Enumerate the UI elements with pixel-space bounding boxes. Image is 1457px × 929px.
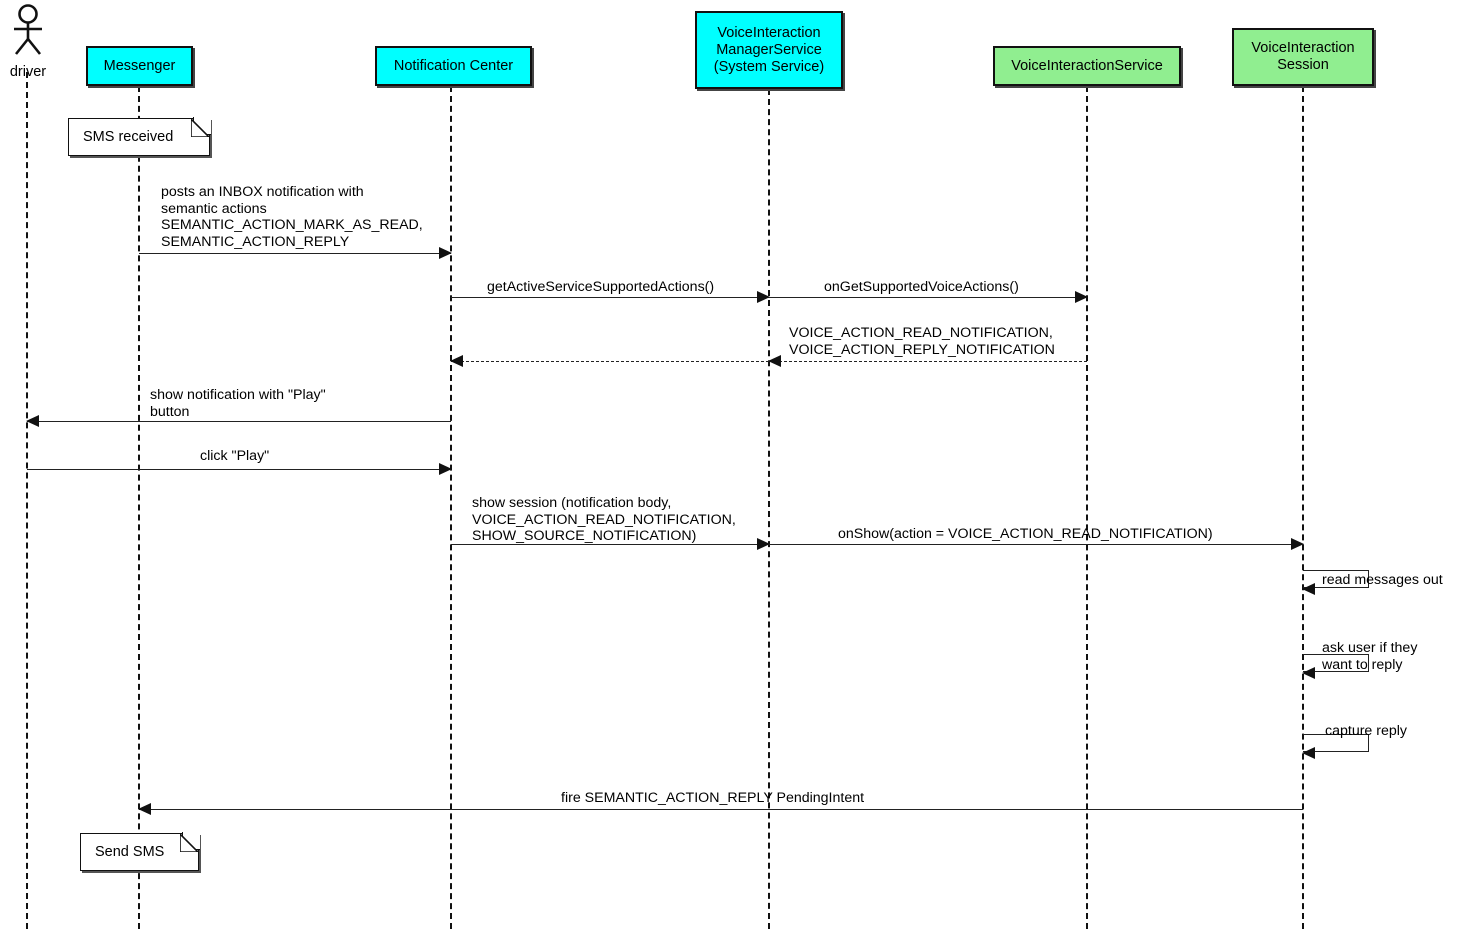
message-line [139,809,1303,810]
message-line [769,361,1087,362]
actor-driver-label: driver [9,64,47,80]
note-fold-icon [191,119,209,137]
msg-post-inbox-notification-label: posts an INBOX notification with semanti… [161,184,423,250]
msg-return-voice-actions-label: VOICE_ACTION_READ_NOTIFICATION, VOICE_AC… [789,325,1055,358]
message-line [451,297,769,298]
lifeline-vis [1086,86,1088,929]
arrowhead-right-icon [1075,291,1088,303]
msg-on-get-supported-voice-actions-label: onGetSupportedVoiceActions() [824,279,1019,295]
message-line [27,421,451,422]
note-text: SMS received [83,129,174,145]
message-line [27,469,451,470]
lifeline-messenger [138,86,140,929]
actor-driver[interactable] [6,4,50,56]
participant-label: Messenger [103,57,176,74]
participant-notification-center[interactable]: Notification Center [375,46,532,86]
lifeline-driver [26,72,28,929]
participant-label: VoiceInteractionService [1011,57,1163,74]
participant-label: VoiceInteraction ManagerService (System … [713,24,825,75]
message-line [769,297,1087,298]
message-line [139,253,451,254]
arrowhead-right-icon [757,291,770,303]
note-text: Send SMS [95,844,165,860]
message-line [451,544,769,545]
arrowhead-left-icon [1302,666,1315,679]
msg-show-session-label: show session (notification body, VOICE_A… [472,495,736,544]
arrowhead-left-icon [1302,746,1315,759]
arrowhead-left-icon [138,803,151,815]
self-read-messages-out-label: read messages out [1322,572,1443,588]
arrowhead-right-icon [439,463,452,475]
msg-show-notification-play-label: show notification with "Play" button [150,387,326,420]
self-ask-user-reply-label: ask user if they want to reply [1322,640,1418,673]
arrowhead-left-icon [768,355,781,367]
arrowhead-left-icon [26,415,39,427]
lifeline-notification-center [450,86,452,929]
arrowhead-right-icon [439,247,452,259]
msg-on-show-label: onShow(action = VOICE_ACTION_READ_NOTIFI… [838,526,1213,542]
self-capture-reply-label: capture reply [1325,723,1408,739]
msg-fire-semantic-action-reply-label: fire SEMANTIC_ACTION_REPLY PendingIntent [561,790,865,806]
message-line [769,544,1303,545]
participant-label: VoiceInteraction Session [1251,40,1355,73]
stick-figure-actor-icon [14,4,42,55]
participant-label: Notification Center [393,57,514,74]
lifeline-session [1302,86,1304,929]
msg-get-active-service-supported-actions-label: getActiveServiceSupportedActions() [487,279,715,295]
participant-session[interactable]: VoiceInteraction Session [1232,28,1374,86]
self-ask-user-reply [1302,654,1369,679]
lifeline-vims [768,89,770,929]
self-read-messages-out [1302,570,1369,595]
participant-messenger[interactable]: Messenger [86,46,193,86]
participant-vis[interactable]: VoiceInteractionService [993,46,1181,86]
msg-click-play-label: click "Play" [200,448,270,464]
note-sms-received: SMS received [68,117,211,156]
participant-vims[interactable]: VoiceInteraction ManagerService (System … [695,11,843,89]
arrowhead-left-icon [1302,582,1315,595]
message-line [451,361,769,362]
arrowhead-right-icon [1291,538,1304,550]
note-fold-icon [180,834,198,852]
self-capture-reply [1302,734,1369,759]
arrowhead-left-icon [450,355,463,367]
arrowhead-right-icon [757,538,770,550]
note-send-sms: Send SMS [80,832,200,871]
